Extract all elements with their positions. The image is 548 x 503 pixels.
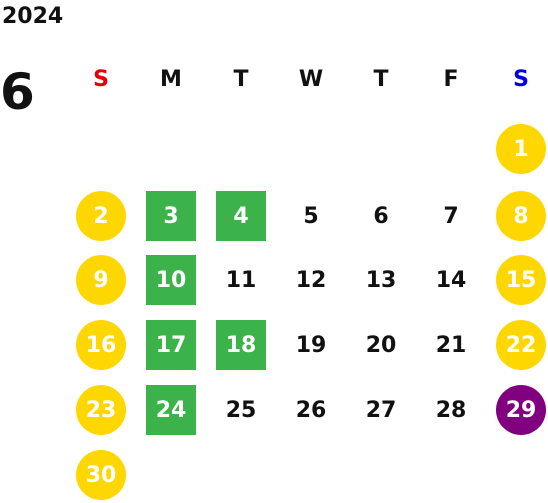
day-cell[interactable]: 5 bbox=[303, 203, 319, 229]
day-cell[interactable]: 20 bbox=[365, 332, 397, 358]
day-cell[interactable]: 17 bbox=[146, 320, 196, 370]
weekday-header: T bbox=[233, 67, 249, 92]
day-cell[interactable]: 10 bbox=[146, 255, 196, 305]
weekday-header: F bbox=[443, 67, 459, 92]
year-label: 2024 bbox=[2, 4, 64, 29]
day-cell[interactable]: 16 bbox=[76, 320, 126, 370]
weekday-header: T bbox=[373, 67, 389, 92]
month-label: 6 bbox=[0, 63, 35, 121]
day-cell[interactable]: 18 bbox=[216, 320, 266, 370]
day-cell[interactable]: 8 bbox=[496, 191, 546, 241]
day-cell[interactable]: 2 bbox=[76, 191, 126, 241]
day-cell[interactable]: 7 bbox=[443, 203, 459, 229]
day-cell[interactable]: 4 bbox=[216, 191, 266, 241]
day-cell[interactable]: 24 bbox=[146, 385, 196, 435]
day-cell[interactable]: 6 bbox=[373, 203, 389, 229]
weekday-header: M bbox=[160, 67, 182, 92]
weekday-header: W bbox=[298, 67, 324, 92]
day-cell[interactable]: 12 bbox=[295, 267, 327, 293]
day-cell[interactable]: 11 bbox=[225, 267, 257, 293]
day-cell[interactable]: 19 bbox=[295, 332, 327, 358]
day-cell[interactable]: 9 bbox=[76, 255, 126, 305]
day-cell[interactable]: 27 bbox=[365, 397, 397, 423]
day-cell[interactable]: 29 bbox=[496, 385, 546, 435]
day-cell[interactable]: 25 bbox=[225, 397, 257, 423]
day-cell[interactable]: 28 bbox=[435, 397, 467, 423]
day-cell[interactable]: 14 bbox=[435, 267, 467, 293]
weekday-header: S bbox=[513, 67, 529, 92]
day-cell[interactable]: 30 bbox=[76, 450, 126, 500]
weekday-header: S bbox=[93, 67, 109, 92]
day-cell[interactable]: 13 bbox=[365, 267, 397, 293]
day-cell[interactable]: 1 bbox=[496, 124, 546, 174]
day-cell[interactable]: 15 bbox=[496, 255, 546, 305]
day-cell[interactable]: 21 bbox=[435, 332, 467, 358]
day-cell[interactable]: 23 bbox=[76, 385, 126, 435]
day-cell[interactable]: 26 bbox=[295, 397, 327, 423]
day-cell[interactable]: 3 bbox=[146, 191, 196, 241]
day-cell[interactable]: 22 bbox=[496, 320, 546, 370]
